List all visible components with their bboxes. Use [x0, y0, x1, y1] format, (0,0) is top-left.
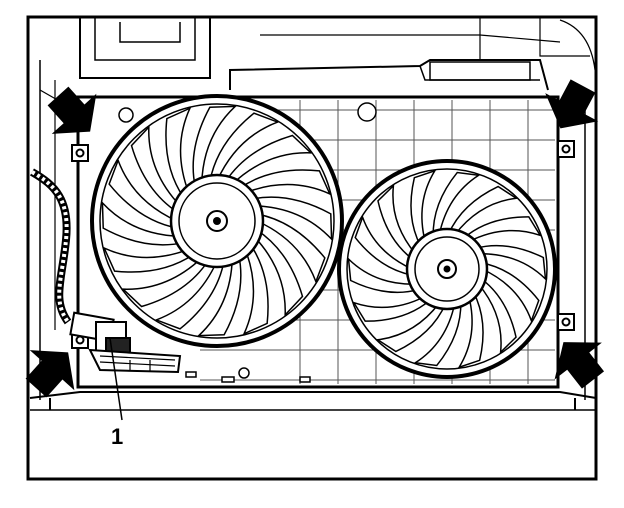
fan-blade — [253, 228, 304, 317]
fan-blade — [462, 216, 542, 243]
fan-blade — [249, 196, 333, 242]
fan-blade — [242, 242, 269, 336]
fan-blade — [102, 246, 196, 273]
wiring-harness — [30, 168, 72, 325]
fan-blade — [165, 106, 192, 200]
fan-blade — [477, 277, 517, 355]
mount-bolts — [71, 140, 575, 349]
arrow-icon — [545, 79, 599, 129]
fan-blade — [474, 244, 547, 281]
fan-blade — [457, 290, 484, 369]
fan-blade — [375, 302, 447, 353]
lower-crossmember — [29, 391, 597, 411]
engine-bay-top — [39, 18, 596, 400]
callout-leader-1 — [109, 337, 123, 421]
arrow-icon — [554, 342, 605, 389]
fan-blade — [410, 169, 437, 248]
fan-blade — [224, 134, 313, 185]
arrow-icon — [47, 86, 97, 134]
fan-blade — [377, 183, 417, 261]
small-fan-icon — [337, 159, 557, 379]
fan-blade — [192, 105, 238, 189]
large-fan-icon — [90, 94, 344, 348]
fan-blade — [130, 125, 181, 214]
callout-label-1: 1 — [111, 424, 123, 449]
shroud-details — [118, 102, 377, 383]
fan-blade — [238, 169, 332, 196]
fan-blade — [101, 200, 185, 246]
fan-blade — [196, 253, 242, 337]
fan-blade — [121, 257, 210, 308]
fan-blade — [447, 185, 519, 236]
mount-arrows — [25, 79, 605, 398]
fan-blade — [352, 295, 432, 322]
fan-blade — [347, 257, 420, 294]
arrow-icon — [25, 350, 75, 398]
